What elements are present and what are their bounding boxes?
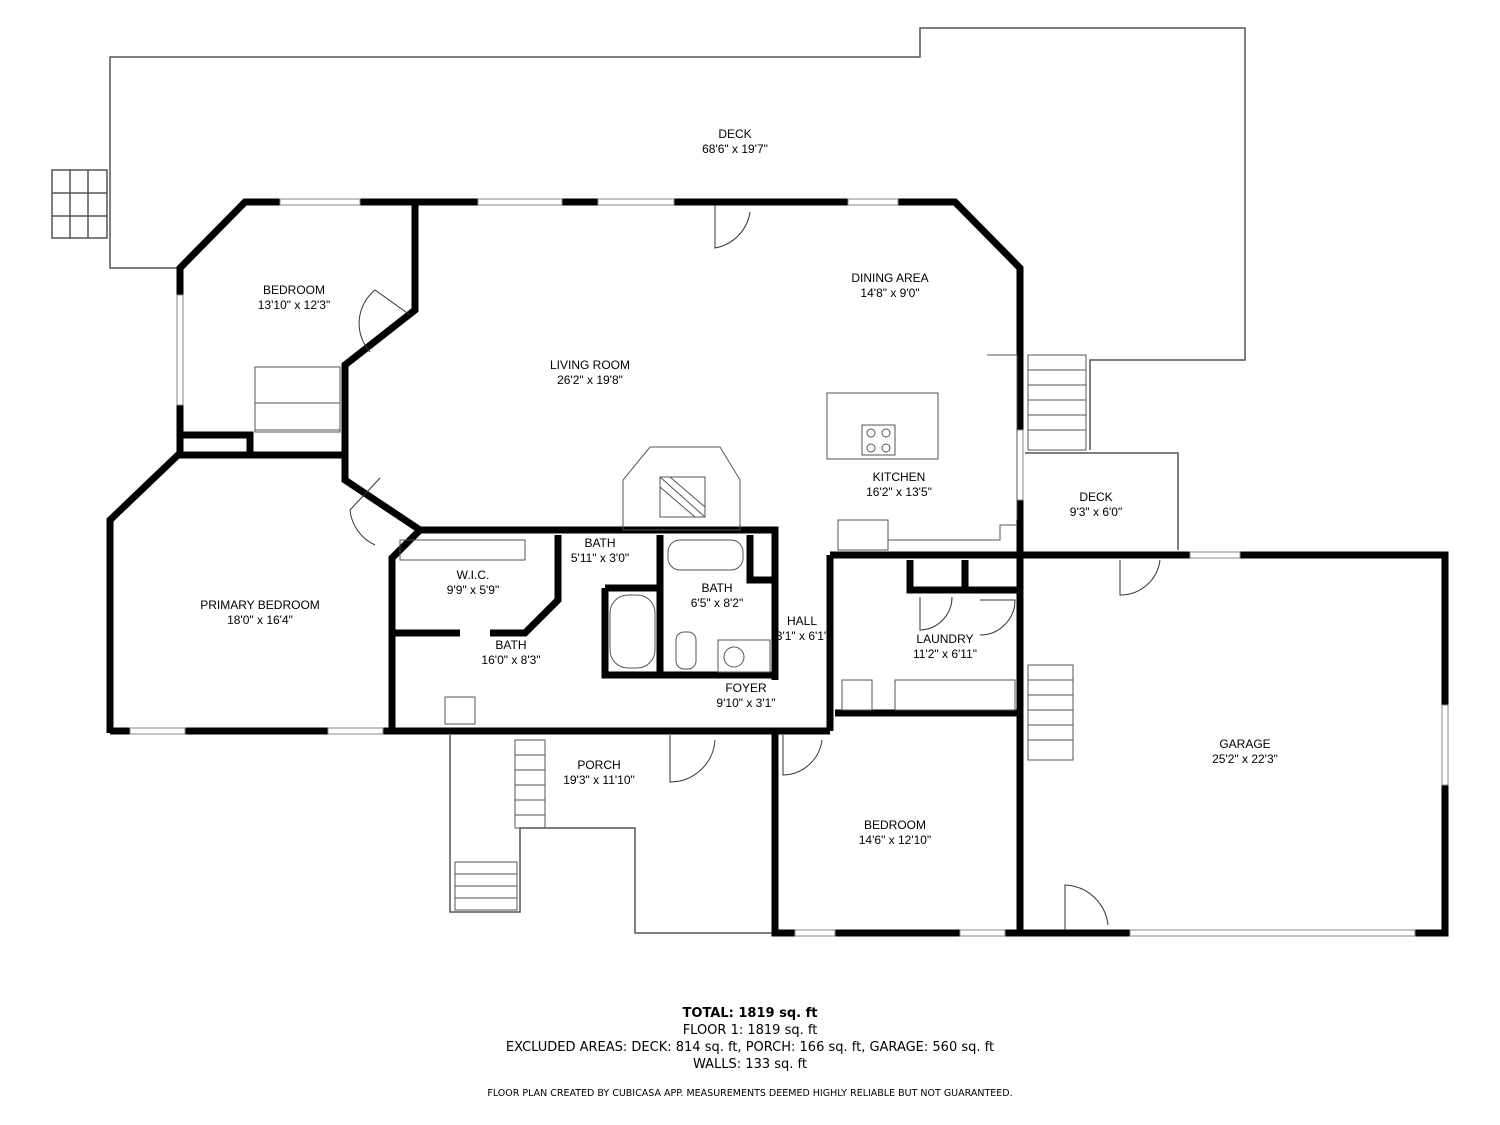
stairs: [454, 354, 1087, 911]
room-label-wic: W.I.C.9'9" x 5'9": [446, 568, 500, 597]
total-area: TOTAL: 1819 sq. ft: [682, 1006, 818, 1021]
deck-outline: [51, 27, 1246, 550]
excluded-areas: EXCLUDED AREAS: DECK: 814 sq. ft, PORCH:…: [505, 1040, 995, 1055]
floor1-area: FLOOR 1: 1819 sq. ft: [682, 1023, 818, 1038]
walls-area: WALLS: 133 sq. ft: [693, 1057, 807, 1072]
fixtures: [254, 354, 1018, 725]
windows: [129, 198, 1449, 937]
area-summary: TOTAL: 1819 sq. ft FLOOR 1: 1819 sq. ft …: [0, 1005, 1500, 1073]
disclaimer: FLOOR PLAN CREATED BY CUBICASA APP. MEAS…: [487, 1088, 1013, 1099]
porch-outline: [449, 735, 772, 934]
doors: [349, 205, 1161, 930]
